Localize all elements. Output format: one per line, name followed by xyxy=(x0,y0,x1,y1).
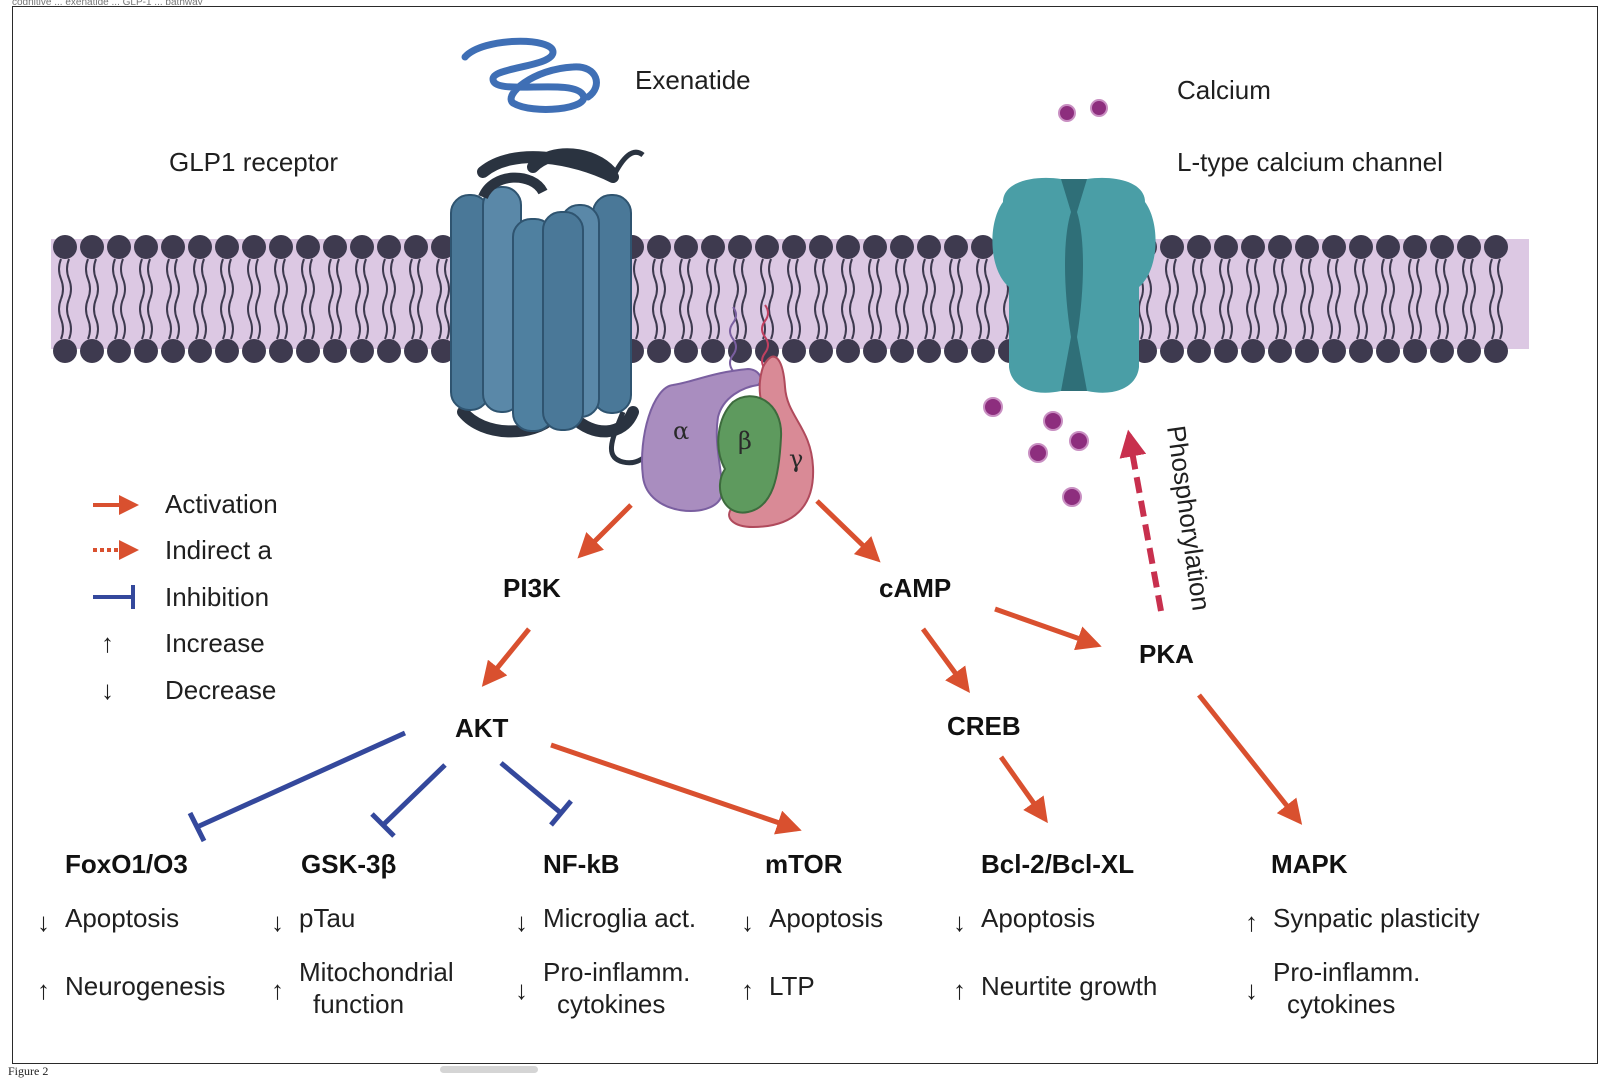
akt-node: AKT xyxy=(455,713,509,743)
g-beta-subunit xyxy=(717,395,783,514)
target-4-effect-1-line-0: Neurtite growth xyxy=(981,971,1157,1001)
pka-node: PKA xyxy=(1139,639,1194,669)
target-1-effect-0-line-0: pTau xyxy=(299,903,355,933)
legend-increase-label: Increase xyxy=(165,628,265,658)
calcium-channel-icon xyxy=(992,177,1156,393)
calcium-label: Calcium xyxy=(1177,75,1271,105)
calcium-ions xyxy=(983,99,1108,507)
target-5-effect-0-line-0: Synpatic plasticity xyxy=(1273,903,1480,933)
calcium-ion xyxy=(1043,411,1063,431)
decrease-arrow-icon: ↓ xyxy=(515,907,528,937)
calcium-ion xyxy=(1069,431,1089,451)
target-3-name: mTOR xyxy=(765,849,843,879)
target-0-name: FoxO1/O3 xyxy=(65,849,188,879)
target-effects: FoxO1/O3 ↓ Apoptosis ↑ Neurogenesis GSK-3β ↓ pT… xyxy=(37,849,1480,1019)
figure-frame: Exenatide GLP1 receptor α β γ Calcium L-… xyxy=(12,6,1598,1064)
legend-activation-label: Activation xyxy=(165,489,278,519)
increase-arrow-icon: ↑ xyxy=(1245,907,1258,937)
target-4-effect-0-line-0: Apoptosis xyxy=(981,903,1095,933)
calcium-ion xyxy=(1058,104,1076,122)
inhibition-lines xyxy=(187,730,573,843)
target-5-name: MAPK xyxy=(1271,849,1348,879)
calcium-ion xyxy=(1090,99,1108,117)
phosphorylation-arrow xyxy=(1119,429,1164,612)
figure-caption: Figure 2 xyxy=(8,1064,49,1078)
target-0-effect-1-line-0: Neurogenesis xyxy=(65,971,225,1001)
inhibit-akt-gsk3b xyxy=(381,763,447,827)
legend: Activation Indirect a Inhibition ↑ Incre… xyxy=(93,489,278,705)
g-alpha-subunit xyxy=(641,367,762,512)
target-5-effect-1-line-0: Pro-inflamm. xyxy=(1273,957,1420,987)
arrow-akt-mtor xyxy=(550,742,802,835)
decrease-arrow-icon: ↓ xyxy=(515,975,528,1005)
arrow-pi3k-akt xyxy=(481,627,531,687)
arrow-pka-mapk xyxy=(1197,693,1303,825)
increase-arrow-icon: ↑ xyxy=(37,975,50,1005)
pathway-diagram: Exenatide GLP1 receptor α β γ Calcium L-… xyxy=(37,37,1529,1019)
legend-decrease-label: Decrease xyxy=(165,675,276,705)
beta-label: β xyxy=(738,427,752,455)
legend-decrease-symbol: ↓ xyxy=(101,675,114,705)
cell-membrane xyxy=(51,235,1529,363)
legend-indirect-label: Indirect a xyxy=(165,535,272,565)
phosphorylation-label: Phosphorylation xyxy=(1161,424,1217,613)
activation-arrows xyxy=(481,499,1303,835)
inhibit-akt-foxo xyxy=(195,730,407,830)
arrow-camp-pka xyxy=(994,606,1102,651)
target-3-effect-1-line-0: LTP xyxy=(769,971,815,1001)
target-5-effect-1-line-1: cytokines xyxy=(1287,989,1395,1019)
decrease-arrow-icon: ↓ xyxy=(271,907,284,937)
calcium-ion xyxy=(983,397,1003,417)
channel-label: L-type calcium channel xyxy=(1177,147,1443,177)
target-2-effect-1-line-0: Pro-inflamm. xyxy=(543,957,690,987)
legend-increase-symbol: ↑ xyxy=(101,628,114,658)
calcium-ion xyxy=(1062,487,1082,507)
increase-arrow-icon: ↑ xyxy=(271,975,284,1005)
arrow-gprotein-pi3k xyxy=(577,503,633,559)
decrease-arrow-icon: ↓ xyxy=(953,907,966,937)
inhibit-akt-nfkb xyxy=(499,761,563,815)
gamma-label: γ xyxy=(789,445,803,473)
calcium-ion xyxy=(1028,443,1048,463)
target-3-effect-0-line-0: Apoptosis xyxy=(769,903,883,933)
arrow-gprotein-camp xyxy=(815,499,881,563)
decrease-arrow-icon: ↓ xyxy=(37,907,50,937)
legend-inhibition-label: Inhibition xyxy=(165,582,269,612)
camp-node: cAMP xyxy=(879,573,951,603)
target-0-effect-0-line-0: Apoptosis xyxy=(65,903,179,933)
target-2-effect-1-line-1: cytokines xyxy=(557,989,665,1019)
g-protein-icon: α β γ xyxy=(641,304,815,529)
arrow-camp-creb xyxy=(920,627,970,694)
target-2-name: NF-kB xyxy=(543,849,620,879)
alpha-label: α xyxy=(673,417,689,445)
exenatide-icon xyxy=(461,37,600,113)
creb-node: CREB xyxy=(947,711,1021,741)
increase-arrow-icon: ↑ xyxy=(741,975,754,1005)
target-1-effect-1-line-0: Mitochondrial xyxy=(299,957,454,987)
top-text-strip: cognitive ... exenatide ... GLP-1 ... pa… xyxy=(12,0,1132,5)
decrease-arrow-icon: ↓ xyxy=(1245,975,1258,1005)
target-1-name: GSK-3β xyxy=(301,849,396,879)
target-4-name: Bcl-2/Bcl-XL xyxy=(981,849,1134,879)
glp1-receptor-label: GLP1 receptor xyxy=(169,147,338,177)
pi3k-node: PI3K xyxy=(503,573,561,603)
decrease-arrow-icon: ↓ xyxy=(741,907,754,937)
increase-arrow-icon: ↑ xyxy=(953,975,966,1005)
target-2-effect-0-line-0: Microglia act. xyxy=(543,903,696,933)
arrow-creb-bcl2 xyxy=(998,755,1048,824)
target-1-effect-1-line-1: function xyxy=(313,989,404,1019)
exenatide-label: Exenatide xyxy=(635,65,751,95)
scrollbar-thumb[interactable] xyxy=(440,1066,538,1073)
